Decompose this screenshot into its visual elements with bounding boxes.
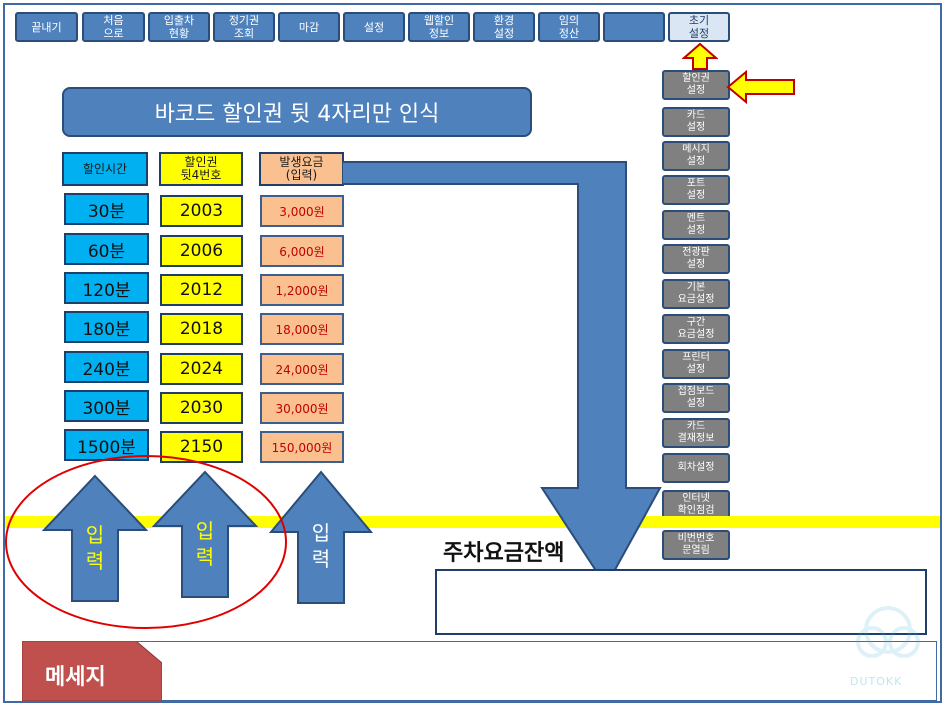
basic-fee-settings-button[interactable]: 기본 요금설정 [662,279,730,309]
input-label: 입 력 [85,523,105,573]
left-arrow-icon [726,70,795,104]
up-arrow-icon [268,470,374,604]
environment-settings-button[interactable]: 환경 설정 [473,12,535,42]
table-row-code[interactable]: 2006 [160,235,243,267]
settings-button[interactable]: 설정 [343,12,405,42]
table-row-code[interactable]: 2012 [160,274,243,306]
port-settings-button[interactable]: 포트 설정 [662,175,730,205]
table-row-code[interactable]: 2024 [160,353,243,385]
table-row-fee[interactable]: 3,000원 [260,195,344,227]
message-tag [22,641,162,701]
return-settings-button[interactable]: 회차설정 [662,453,730,483]
parking-balance-field[interactable] [435,569,927,635]
table-row-time[interactable]: 240분 [64,351,149,383]
input-label: 입 력 [195,519,215,569]
section-fee-settings-button[interactable]: 구간 요금설정 [662,314,730,344]
up-arrow-icon [682,42,718,70]
parking-balance-label: 주차요금잔액 [443,541,565,566]
table-row-code[interactable]: 2003 [160,195,243,227]
table-row-time[interactable]: 120분 [64,272,149,304]
table-row-code[interactable]: 2030 [160,392,243,424]
message-settings-button[interactable]: 메시지 설정 [662,141,730,171]
card-payment-info-button[interactable]: 카드 결재정보 [662,418,730,448]
header-barcode-last4: 할인권 뒷4번호 [159,152,243,186]
table-row-code[interactable]: 2018 [160,313,243,345]
blank-button[interactable] [603,12,665,42]
flow-arrow-icon [342,161,662,588]
input-label: 입 력 [311,521,331,571]
table-row-time[interactable]: 300분 [64,390,149,422]
card-settings-button[interactable]: 카드 설정 [662,107,730,137]
table-row-fee[interactable]: 24,000원 [260,353,344,385]
up-arrow-icon [41,474,149,602]
highlight-ellipse [5,455,287,629]
initial-settings-button[interactable]: 초기 설정 [668,12,730,42]
header-fee-input: 발생요금 (입력) [259,152,344,186]
page-title: 바코드 할인권 뒷 4자리만 인식 [62,87,532,137]
exit-button[interactable]: 끝내기 [15,12,78,42]
table-row-time[interactable]: 30분 [64,193,149,225]
table-row-fee[interactable]: 1,2000원 [260,274,344,306]
watermark-logo [856,606,920,658]
watermark-text: DUTOKK [850,675,903,688]
message-label: 메세지 [45,665,106,690]
password-door-open-button[interactable]: 비번번호 문열림 [662,530,730,560]
table-row-time[interactable]: 60분 [64,233,149,265]
table-row-fee[interactable]: 18,000원 [260,313,344,345]
display-board-settings-button[interactable]: 전광판 설정 [662,244,730,274]
window-frame [3,3,942,703]
entry-exit-status-button[interactable]: 입출차 현황 [148,12,210,42]
contact-board-settings-button[interactable]: 접점보드 설정 [662,383,730,413]
announcement-settings-button[interactable]: 멘트 설정 [662,210,730,240]
season-pass-lookup-button[interactable]: 정기권 조회 [213,12,275,42]
closing-button[interactable]: 마감 [278,12,340,42]
table-row-fee[interactable]: 30,000원 [260,392,344,424]
home-button[interactable]: 처음 으로 [82,12,145,42]
table-row-fee[interactable]: 6,000원 [260,235,344,267]
message-field [135,641,937,701]
up-arrow-icon [151,470,259,598]
header-discount-time: 할인시간 [62,152,148,186]
printer-settings-button[interactable]: 프린터 설정 [662,349,730,379]
table-row-time[interactable]: 180분 [64,311,149,343]
table-row-fee[interactable]: 150,000원 [260,431,344,463]
discount-ticket-settings-button[interactable]: 할인권 설정 [662,70,730,100]
manual-payment-button[interactable]: 임의 정산 [538,12,600,42]
web-discount-info-button[interactable]: 웹할인 정보 [408,12,470,42]
table-row-code[interactable]: 2150 [160,431,243,463]
